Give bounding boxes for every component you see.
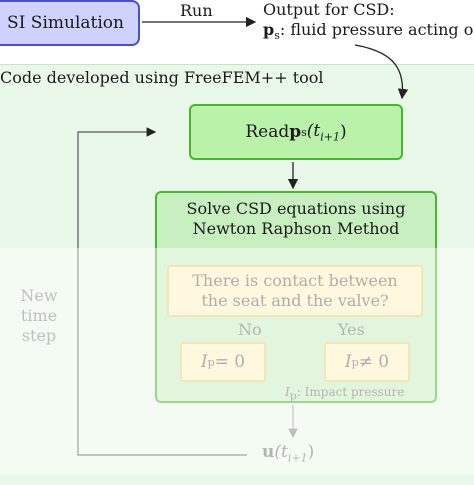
output-title: Output for CSD: <box>263 0 395 19</box>
impact-note-text: : Impact pressure <box>296 385 405 399</box>
displacement-arg-close: ) <box>307 442 315 462</box>
impact-zero-subscript: p <box>207 355 215 369</box>
time-loop-arrow <box>77 127 247 456</box>
contact-decision-box: There is contact between the seat and th… <box>167 265 423 317</box>
displacement-output-label: u(ti+1) <box>262 442 314 464</box>
displacement-arg-subscript: i+1 <box>287 451 308 465</box>
read-arg-subscript: i+1 <box>320 130 340 144</box>
yes-branch-label: Yes <box>338 320 365 339</box>
output-description: ps: fluid pressure acting on <box>263 20 474 46</box>
solve-line-1: Solve CSD equations using <box>186 199 406 218</box>
impact-zero-relation: = 0 <box>214 352 246 372</box>
impact-note-subscript: p <box>289 389 297 403</box>
read-arg-close: ) <box>340 122 347 142</box>
impact-note-symbol: I <box>285 385 290 399</box>
contact-line-2: the seat and the valve? <box>201 291 389 310</box>
freefem-label: Code developed using FreeFEM++ tool <box>0 68 324 87</box>
fsi-simulation-label: SI Simulation <box>7 13 124 33</box>
read-subscript: s <box>301 125 307 139</box>
impact-pressure-note: Ip: Impact pressure <box>285 385 404 402</box>
pressure-subscript: s <box>274 29 280 43</box>
impact-nonzero-subscript: p <box>351 355 359 369</box>
output-to-read-arrow <box>354 44 409 100</box>
solve-csd-title: Solve CSD equations using Newton Raphson… <box>155 199 437 239</box>
impact-nonzero-relation: ≠ 0 <box>358 352 390 372</box>
impact-nonzero-symbol: I <box>344 352 352 372</box>
connector-canvas <box>77 16 409 456</box>
output-description-text: : fluid pressure acting on <box>279 20 474 39</box>
impact-zero-symbol: I <box>200 352 208 372</box>
read-symbol: p <box>289 122 302 142</box>
run-label: Run <box>180 1 213 20</box>
new-time-step-line-1: New <box>20 286 58 305</box>
new-time-step-line-2: time step <box>20 306 58 345</box>
new-time-step-label: New time step <box>4 286 74 346</box>
fsi-simulation-box: SI Simulation <box>0 0 140 46</box>
no-branch-label: No <box>238 320 262 339</box>
displacement-symbol: u <box>262 442 275 462</box>
solve-line-2: Newton Raphson Method <box>192 219 400 238</box>
read-prefix: Read <box>245 122 290 142</box>
pressure-symbol: p <box>263 20 275 39</box>
displacement-arg: (t <box>274 442 288 462</box>
contact-line-1: There is contact between <box>192 271 398 290</box>
read-arg: (t <box>306 120 321 141</box>
